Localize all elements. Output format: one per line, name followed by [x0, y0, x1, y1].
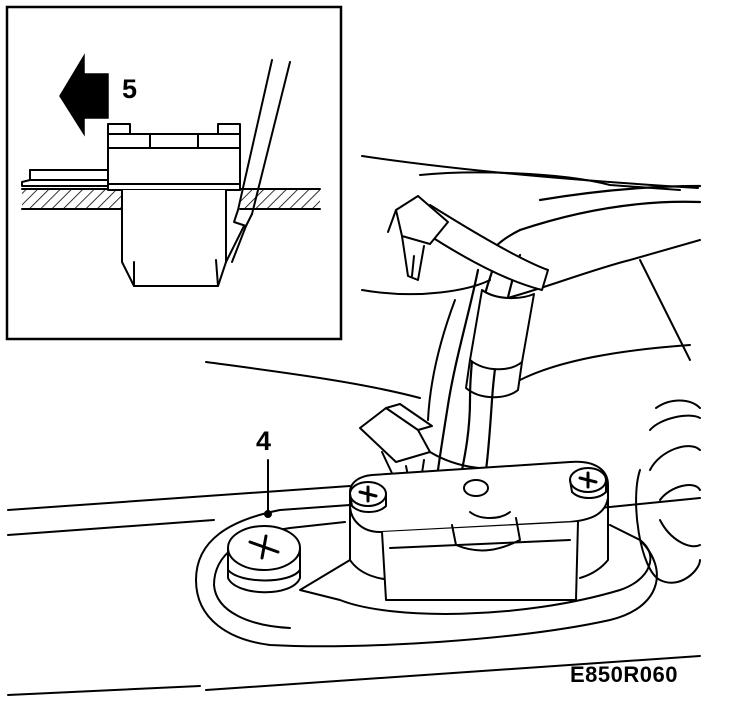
arrow-left-icon [60, 56, 108, 134]
phillips-screw-icon [250, 536, 278, 558]
callout-5-label: 5 [122, 74, 138, 104]
control-module [350, 462, 608, 600]
panel-edges [8, 156, 700, 695]
callout-4-leader [265, 460, 271, 517]
base-plate [196, 505, 657, 646]
figure-code: E850R060 [570, 662, 678, 687]
cable-bundle [438, 186, 700, 470]
detail-inset [7, 7, 341, 339]
side-connector [636, 401, 700, 583]
module-screw-left [350, 482, 386, 512]
ground-screw [228, 526, 300, 592]
cable-grommet [466, 290, 534, 397]
clip-body [108, 124, 240, 286]
screwdriver [226, 60, 290, 262]
harness-housing [362, 172, 700, 420]
panel-section [22, 189, 320, 209]
upper-cable-clip [388, 196, 548, 290]
callout-4-label: 4 [256, 426, 272, 456]
main-illustration [8, 156, 700, 695]
module-screw-right [570, 468, 606, 498]
